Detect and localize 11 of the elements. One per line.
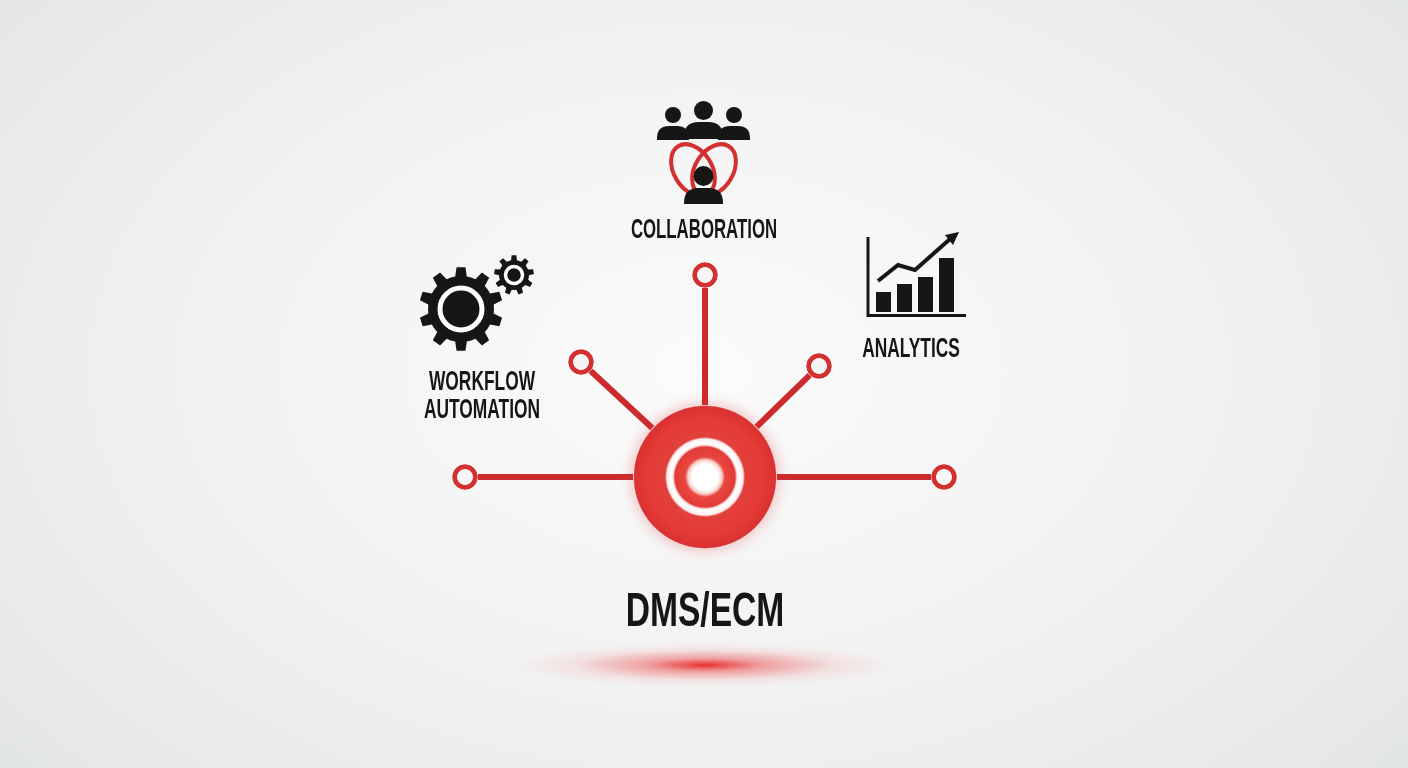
feature-label: WORKFLOW AUTOMATION: [422, 367, 541, 423]
spoke-line: [777, 474, 931, 480]
spoke-line: [478, 474, 633, 480]
ring-endpoint: [931, 464, 957, 490]
hub-label: DMS/ECM: [625, 586, 785, 634]
spoke-line: [754, 372, 812, 429]
feature-label: ANALYTICS: [862, 334, 960, 362]
spoke-line: [588, 368, 655, 431]
feature-label: COLLABORATION: [630, 215, 778, 243]
ring-endpoint: [452, 464, 478, 490]
spoke-line: [702, 288, 708, 405]
